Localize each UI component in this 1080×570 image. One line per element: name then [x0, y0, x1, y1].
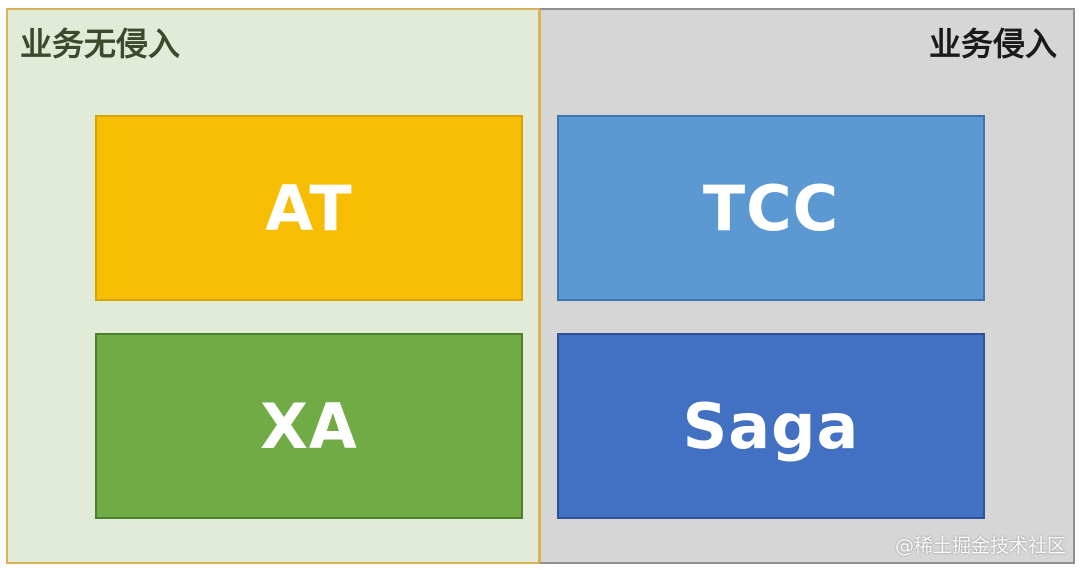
xa-mode-box: XA — [95, 333, 523, 519]
intrusive-title: 业务侵入 — [928, 25, 1057, 63]
at-mode-box: AT — [95, 115, 523, 301]
tcc-mode-box: TCC — [557, 115, 985, 301]
saga-mode-box: Saga — [557, 333, 985, 519]
watermark: @稀土掘金技术社区 — [894, 535, 1066, 557]
non-intrusive-title: 业务无侵入 — [20, 25, 181, 63]
